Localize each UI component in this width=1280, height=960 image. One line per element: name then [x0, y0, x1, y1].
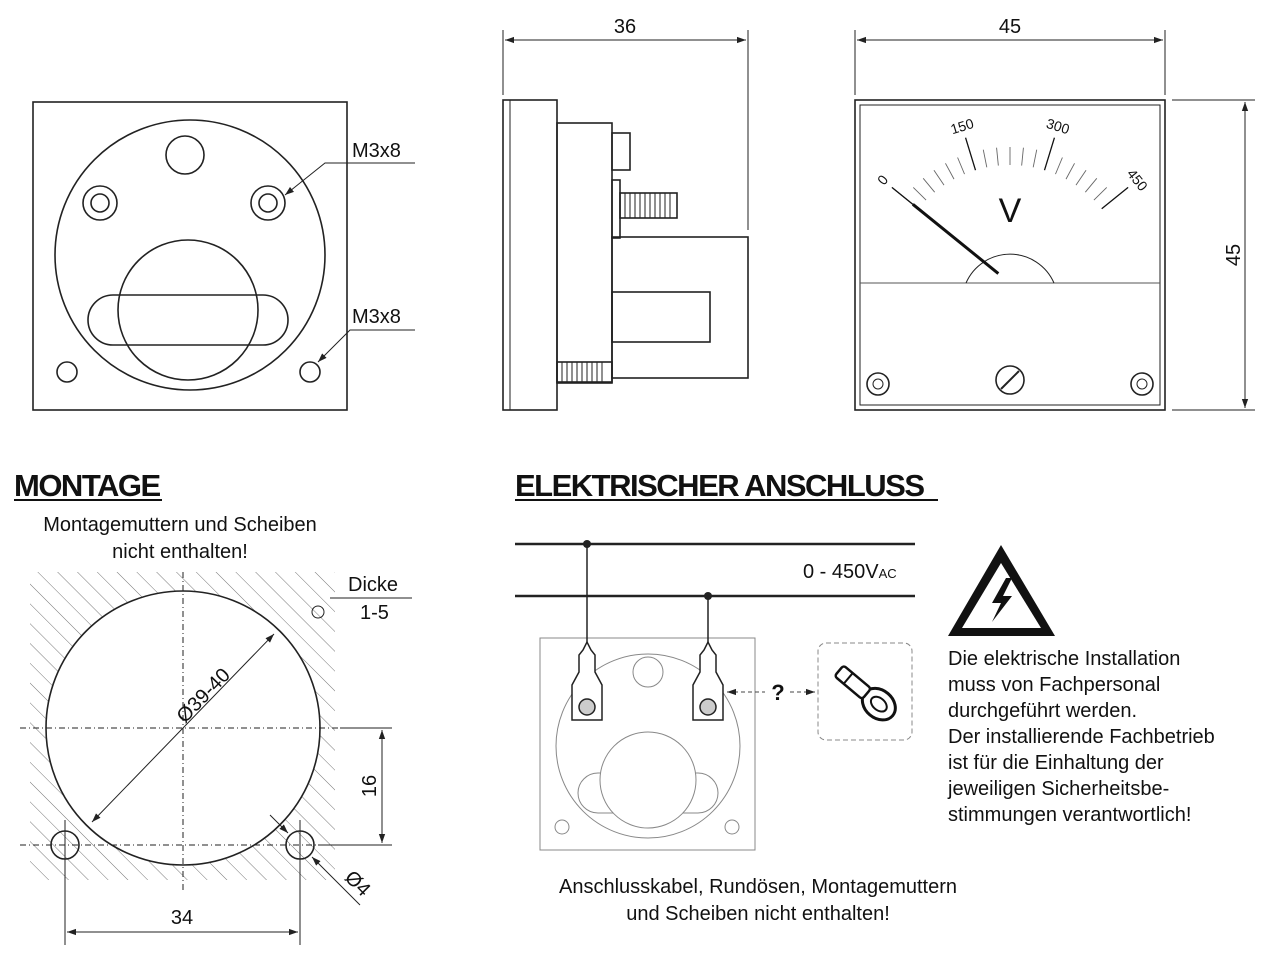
needle-tip [893, 188, 914, 205]
scale-label: 0 [874, 172, 891, 188]
back-view: M3x8 M3x8 [32, 101, 415, 411]
caption-line-2: und Scheiben nicht enthalten! [626, 903, 890, 925]
major-tick [1101, 186, 1129, 210]
scale-label: 150 [949, 115, 976, 137]
warning-line: stimmungen verantwortlich! [948, 804, 1191, 826]
panel-hatch [30, 572, 335, 880]
warning-line: Der installierende Fachbetrieb [948, 726, 1215, 748]
minor-tick [1084, 178, 1098, 193]
minor-tick [933, 169, 945, 186]
anschluss-section: ELEKTRISCHER ANSCHLUSS 0 - 450VAC ? Ansc… [515, 468, 1215, 925]
major-tick [1043, 137, 1056, 171]
caption-line-1: Anschlusskabel, Rundösen, Montagemuttern [559, 876, 957, 898]
warning-line: durchgeführt werden. [948, 700, 1137, 722]
minor-tick [912, 187, 927, 201]
hole-spacing: 34 [171, 907, 193, 929]
minor-tick [1055, 157, 1063, 175]
montage-section: MONTAGE Montagemuttern und Scheiben nich… [14, 468, 412, 945]
scale-label: 300 [1044, 115, 1071, 137]
voltage-label: 0 - 450VAC [803, 561, 897, 583]
cutout-diameter: Ø39-40 [173, 664, 235, 727]
major-tick [964, 137, 977, 171]
screw-label-bottom: M3x8 [352, 306, 401, 328]
unit-label: V [999, 192, 1022, 230]
minor-tick [957, 157, 965, 175]
minor-tick [1075, 169, 1087, 186]
minor-tick [945, 163, 955, 180]
minor-tick [996, 147, 999, 166]
front-view: 45 45 0 150 300 450 V [854, 16, 1255, 411]
dimension-depth: 36 [614, 16, 636, 38]
montage-note-1: Montagemuttern und Scheiben [43, 514, 317, 536]
minor-tick [982, 149, 988, 168]
thickness-label: Dicke [348, 574, 398, 596]
high-voltage-warning-icon [948, 545, 1055, 636]
screw-left-icon [866, 372, 890, 396]
montage-note-2: nicht enthalten! [112, 541, 248, 563]
minor-tick [922, 178, 936, 193]
screw-label-top: M3x8 [352, 140, 401, 162]
anschluss-title: ELEKTRISCHER ANSCHLUSS [515, 468, 924, 503]
minor-tick [1093, 187, 1108, 201]
screw-right-icon [1130, 372, 1154, 396]
scale-label: 450 [1124, 166, 1151, 194]
side-view: 36 [502, 16, 749, 411]
hole-offset: 16 [359, 775, 381, 797]
warning-text: Die elektrische Installation muss von Fac… [947, 648, 1215, 826]
terminal-lug-left [571, 640, 603, 721]
terminal-lug-right [692, 640, 724, 721]
warning-line: muss von Fachpersonal [948, 674, 1160, 696]
ring-terminal-icon [834, 665, 897, 722]
zero-adjust-screw-icon [995, 365, 1025, 395]
warning-line: jeweiligen Sicherheitsbe- [947, 778, 1169, 800]
needle [911, 203, 1000, 275]
dimension-height: 45 [1223, 244, 1245, 266]
minor-tick [1032, 149, 1038, 168]
dimension-width: 45 [999, 16, 1021, 38]
warning-line: ist für die Einhaltung der [948, 752, 1164, 774]
thickness-value: 1-5 [360, 602, 389, 624]
warning-line: Die elektrische Installation [948, 648, 1180, 670]
montage-title: MONTAGE [14, 468, 160, 503]
minor-tick [1021, 147, 1024, 166]
question-mark: ? [771, 680, 784, 705]
hole-diameter: Ø4 [340, 867, 374, 901]
minor-tick [1065, 163, 1075, 180]
